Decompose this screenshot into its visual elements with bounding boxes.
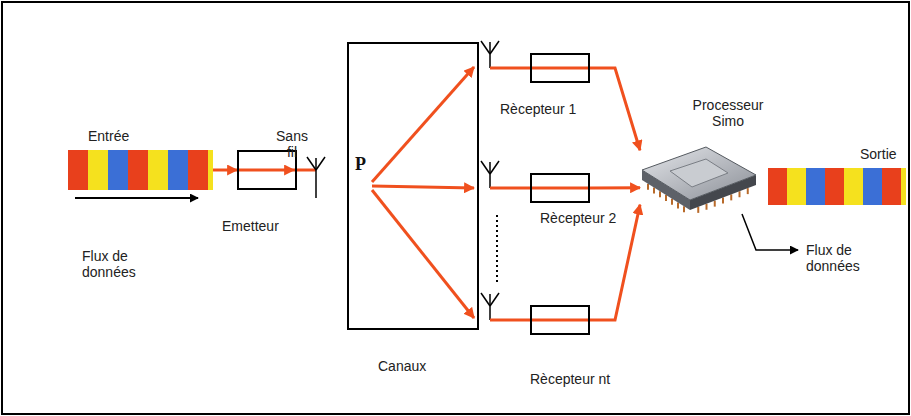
channel-box: PCanaux xyxy=(347,42,479,330)
antenna-symbol xyxy=(307,157,325,198)
node-caption: Entrée xyxy=(88,128,129,144)
signal-arrow xyxy=(590,68,640,150)
antenna-symbol xyxy=(481,161,499,188)
node-caption: Rècepteur 2 xyxy=(540,210,616,226)
node-caption: Rècepteur nt xyxy=(530,371,610,387)
receiver-box: Rècepteur 2 xyxy=(530,173,590,203)
node-caption: Rècepteur 1 xyxy=(500,101,576,117)
signal-arrow xyxy=(590,186,640,189)
flow-arrow xyxy=(75,197,198,199)
receiver-box: Rècepteur 1 xyxy=(530,53,590,83)
signal-line xyxy=(490,187,590,190)
channel-arrows xyxy=(372,67,474,318)
signal-line xyxy=(294,169,316,172)
antenna-symbol xyxy=(481,293,499,320)
node-caption: Sortie xyxy=(860,146,897,162)
chip-die xyxy=(670,159,728,187)
signal-arrow xyxy=(213,169,237,172)
signal-line xyxy=(490,67,590,70)
node-caption: Processeur Simo xyxy=(685,97,771,129)
receiver-box: Rècepteur nt xyxy=(530,305,590,335)
point-label: P xyxy=(355,154,366,175)
receiver-antennas xyxy=(481,41,590,320)
annotation-label: Flux de données xyxy=(82,248,148,280)
chip-top xyxy=(642,147,756,200)
signal-line xyxy=(237,169,294,172)
output-arrow xyxy=(742,214,798,250)
annotation-label: Flux de données xyxy=(806,242,876,274)
node-caption: Canaux xyxy=(378,358,426,374)
dotted-line xyxy=(496,215,498,285)
node-caption: Emetteur xyxy=(222,218,279,234)
signal-line xyxy=(490,319,590,322)
processor-chip: Processeur Simo xyxy=(640,135,760,220)
input-stream: Entrée xyxy=(68,150,213,190)
chip-drawing xyxy=(640,135,760,220)
output-stream: Sortie xyxy=(768,168,906,205)
annotation-label: Sans fil xyxy=(270,128,314,160)
antenna-symbol xyxy=(481,41,499,68)
